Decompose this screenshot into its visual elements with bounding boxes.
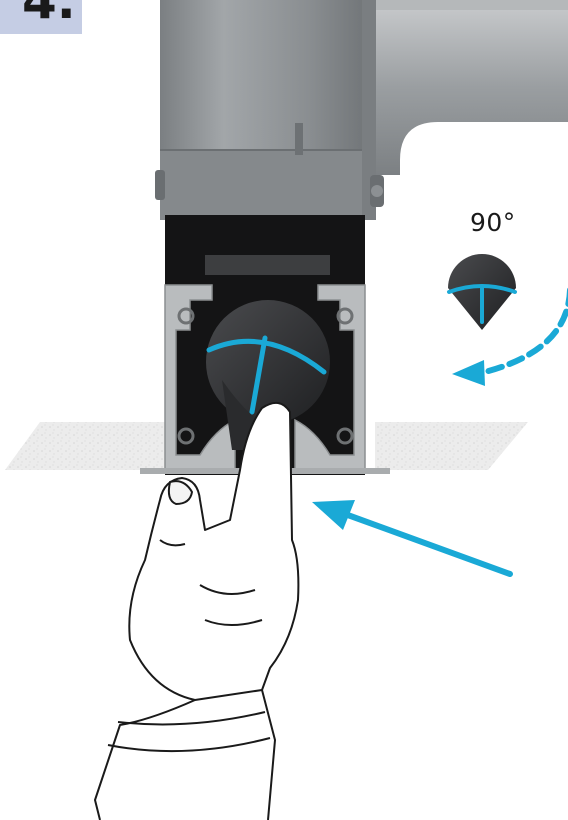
ceiling-board xyxy=(5,422,528,470)
straight-arrow-icon xyxy=(312,500,513,577)
left-clip xyxy=(155,170,165,200)
duct-elbow xyxy=(376,0,568,175)
curved-arrow-icon xyxy=(452,287,568,386)
screw xyxy=(371,185,383,197)
hand xyxy=(94,401,300,820)
cap-preview xyxy=(447,254,517,330)
step-badge: 4. xyxy=(0,0,82,34)
profile-right xyxy=(294,284,366,471)
step-number: 4. xyxy=(22,0,76,30)
duct-body xyxy=(160,0,376,220)
rotation-angle-label: 90° xyxy=(470,208,516,237)
